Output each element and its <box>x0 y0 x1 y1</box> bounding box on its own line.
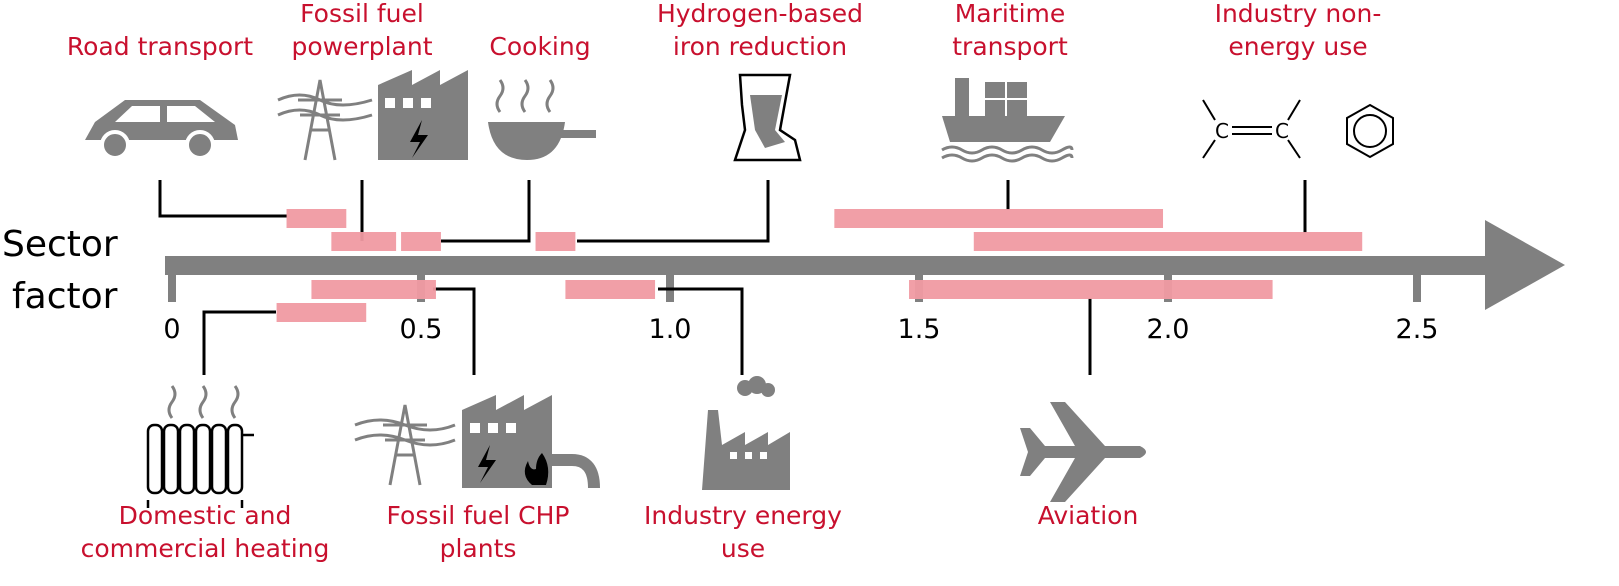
sector-label-industry: use <box>721 534 765 563</box>
car-icon <box>85 100 238 160</box>
connector-chp <box>433 287 476 375</box>
axis-title-line1: Sector <box>2 224 118 265</box>
connector-heating <box>202 310 276 375</box>
carbon-atom-glyph: C <box>1215 119 1229 143</box>
axis-tick-label: 2.5 <box>1396 314 1439 345</box>
axis-arrowhead <box>1485 220 1565 310</box>
radiator-icon <box>146 385 254 508</box>
range-bar-heating <box>276 303 367 322</box>
range-bar-powerplant <box>331 232 397 251</box>
range-bar-road <box>286 209 347 228</box>
axis-line <box>165 256 1495 275</box>
axis: 0 0.5 1.0 1.5 2.0 2.5 <box>163 220 1565 345</box>
axis-tick-mark <box>168 270 176 302</box>
connector-road <box>158 180 287 218</box>
sector-label-iron: iron reduction <box>673 32 847 61</box>
axis-tick-mark <box>666 270 674 302</box>
range-bar-cooking <box>401 232 441 251</box>
axis-tick-label: 0.5 <box>400 314 443 345</box>
sector-label-chp: Fossil fuel CHP <box>387 501 570 530</box>
sector-label-heating: Domestic and <box>119 501 292 530</box>
axis-tick-label: 0 <box>163 314 180 345</box>
sector-label-iron: Hydrogen-based <box>657 0 863 28</box>
sector-label-nonenergy: energy use <box>1228 32 1367 61</box>
sector-label-industry: Industry energy <box>644 501 842 530</box>
range-bar-nonenergy <box>973 232 1363 251</box>
range-bar-maritime <box>834 209 1164 228</box>
sector-label-cooking: Cooking <box>489 32 590 61</box>
sector-label-powerplant: Fossil fuel <box>300 0 424 28</box>
sector-label-maritime: transport <box>952 32 1068 61</box>
sector-label-chp: plants <box>440 534 517 563</box>
sector-label-road: Road transport <box>67 32 253 61</box>
powerplant-icon <box>277 70 468 161</box>
axis-tick-label: 2.0 <box>1147 314 1190 345</box>
chp-plant-icon <box>354 395 600 489</box>
connector-industry <box>658 287 744 375</box>
range-bar-industry <box>565 280 656 299</box>
chemical-molecule-icon: C C <box>1202 99 1394 159</box>
axis-title-line2: factor <box>12 276 118 317</box>
sector-label-nonenergy: Industry non- <box>1215 0 1382 28</box>
connector-cooking <box>441 180 531 243</box>
carbon-atom-glyph: C <box>1275 119 1289 143</box>
sector-label-maritime: Maritime <box>955 0 1066 28</box>
factory-icon <box>702 376 790 490</box>
sector-label-aviation: Aviation <box>1038 501 1139 530</box>
range-bar-chp <box>311 280 436 299</box>
furnace-icon <box>733 73 802 162</box>
axis-tick-label: 1.5 <box>898 314 941 345</box>
axis-tick-mark <box>1413 270 1421 302</box>
sector-label-powerplant: powerplant <box>291 32 432 61</box>
cooking-pot-icon <box>488 79 596 160</box>
connectors <box>158 180 1307 375</box>
axis-tick-label: 1.0 <box>649 314 692 345</box>
range-bar-aviation <box>909 280 1273 299</box>
sector-label-heating: commercial heating <box>81 534 330 563</box>
ship-icon <box>941 78 1074 163</box>
range-bar-iron <box>535 232 576 251</box>
connector-iron <box>577 180 770 243</box>
airplane-icon <box>1020 402 1146 502</box>
